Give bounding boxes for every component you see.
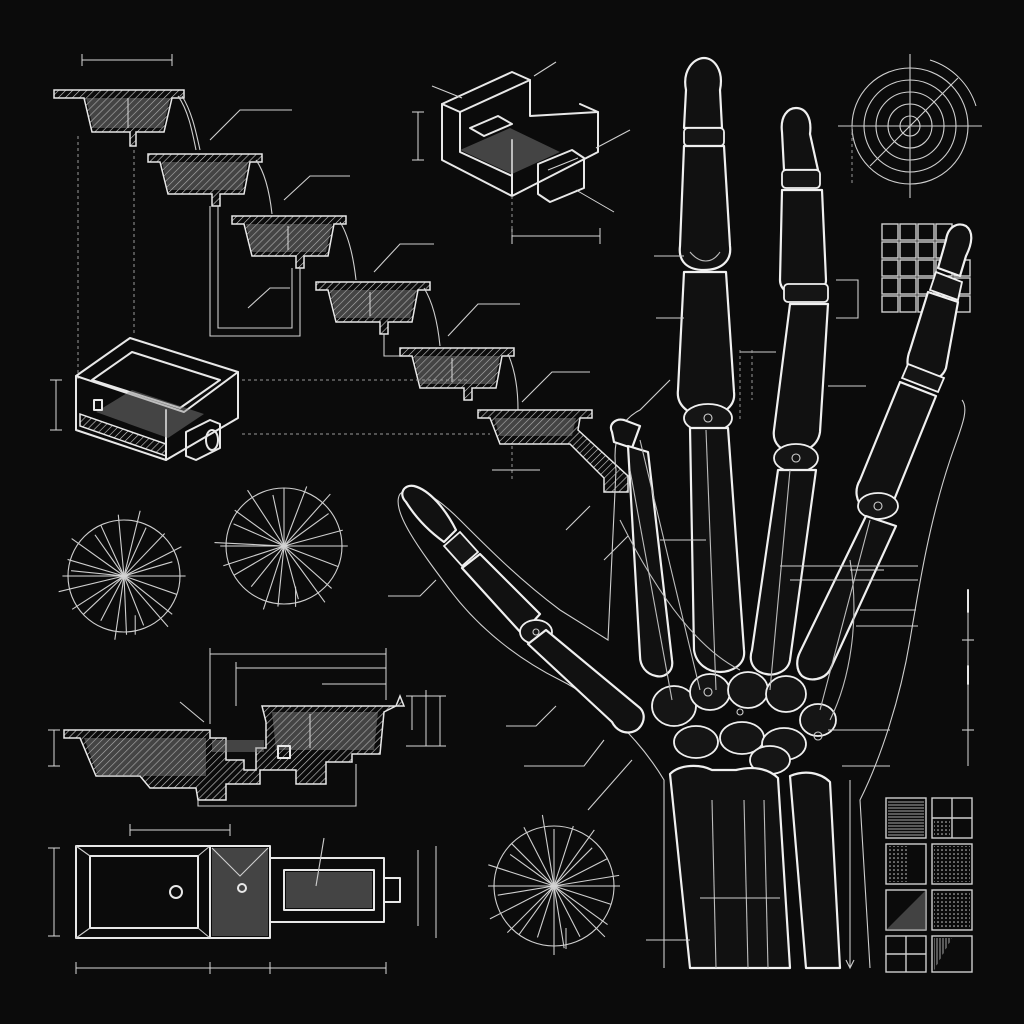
radial-ray [82,575,125,615]
radial-ray [223,545,285,567]
grid-cell [899,277,917,295]
radial-diagrams [58,486,620,955]
radial-ray [553,829,595,887]
radial-ray [523,827,555,887]
reservoir-box [50,337,239,461]
radial-ray [100,575,125,621]
grid-cell [881,295,899,313]
radial-ray [283,493,331,547]
radial-ray [233,545,285,576]
radial-ray [234,509,285,547]
radial-ray [123,561,173,577]
radial-ray [123,533,166,577]
radial-ray [509,854,555,887]
grid-cell [881,241,899,259]
radial-ray [114,575,125,640]
radial-ray [214,541,285,547]
radial-ray [497,885,555,896]
grid-cell [881,223,899,241]
isometric-channel [412,61,631,244]
radial-ray [123,546,182,577]
radial-axis [488,885,620,949]
radial-ray [541,814,555,887]
radial-ray [250,545,285,587]
radial-ray [283,529,343,547]
radial-ray [71,570,125,577]
basin-plan [48,824,437,974]
grid-cell [881,259,899,277]
radial-ray [553,885,606,938]
grid-cell [899,259,917,277]
radial-ray [247,489,285,547]
radial-ray [123,575,145,626]
radial-ray [553,847,593,887]
cascading-basins [53,54,629,493]
radial-ray [100,524,125,577]
radial-ray [277,545,285,607]
radial-target [838,54,982,198]
radial-ray [553,885,581,937]
radial-ray [553,858,608,887]
grid-cell [917,259,935,277]
radial-ray [262,545,285,610]
radial-ray [511,843,555,887]
radial-diagram-3 [488,814,620,955]
radial-ray [488,864,555,887]
grid-cell [917,223,935,241]
radial-ray [67,558,125,577]
radial-ray [272,494,285,547]
radial-ray [71,575,125,610]
radial-ray [94,534,125,577]
radial-ray [123,510,141,577]
radial-ray [71,538,125,577]
radial-ray [536,885,555,938]
hand-skeleton [388,56,974,970]
radial-ray [283,545,326,603]
radial-diagram-2 [214,486,348,610]
grid-cell [899,223,917,241]
radial-axis [62,575,186,635]
radial-ray [283,545,339,568]
basin-section [48,648,446,807]
radial-ray [506,885,555,934]
radial-ray [123,575,169,628]
pattern-swatches [885,797,973,973]
radial-ray [489,885,555,920]
radial-ray [123,575,178,595]
radial-ray [123,575,128,635]
radial-ray [283,486,308,547]
grid-cell [899,295,917,313]
radial-ray [283,545,299,600]
radial-ray [58,575,125,593]
grid-cell [917,241,935,259]
radial-ray [553,885,565,949]
radial-ray [553,885,612,905]
grid-cell [881,277,899,295]
radial-ray [233,523,285,547]
radial-ray [553,885,608,925]
radial-ray [123,575,173,615]
radial-diagram-1 [58,510,186,640]
radial-axis [220,545,348,607]
radial-ray [283,513,329,547]
grid-cell [899,241,917,259]
radial-ray [553,825,574,887]
radial-ray [117,514,125,577]
radial-ray [518,885,555,936]
radial-ray [123,527,147,577]
radial-ray [553,874,620,887]
radial-ray [283,545,332,589]
